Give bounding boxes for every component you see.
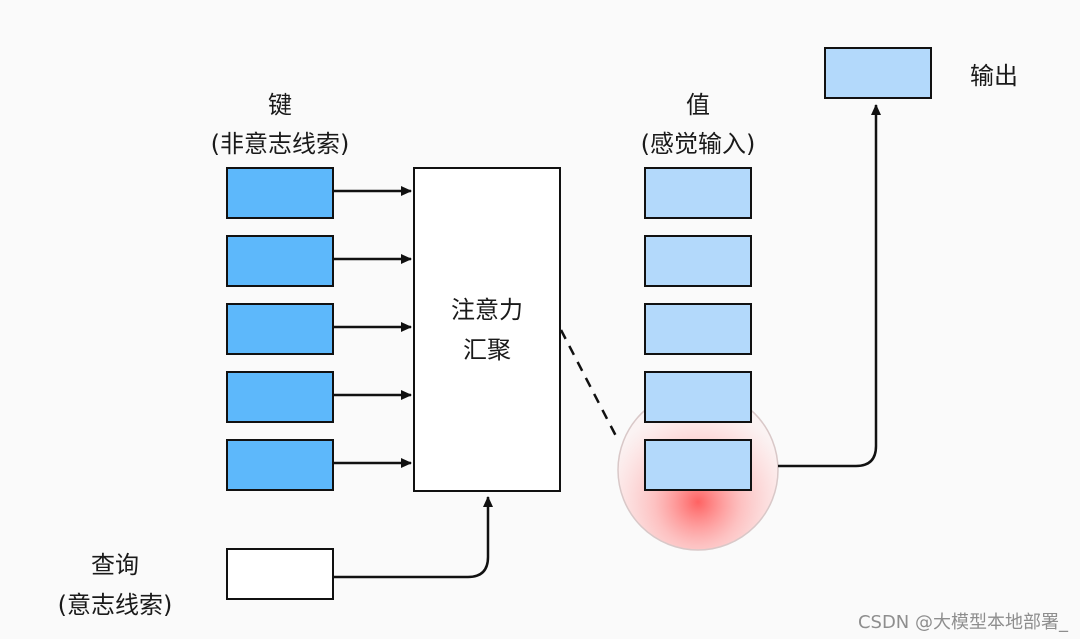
output-box xyxy=(824,47,932,99)
query-arrow xyxy=(333,496,493,579)
value-box-4 xyxy=(644,371,752,423)
selection-dashed-line xyxy=(559,329,619,439)
output-arrow xyxy=(778,104,881,468)
key-box-2 xyxy=(226,235,334,287)
keys-title: 键 xyxy=(268,91,292,119)
value-box-1 xyxy=(644,167,752,219)
attention-pooling-line1: 注意力 xyxy=(451,296,523,324)
values-subtitle: (感觉输入) xyxy=(641,130,756,158)
key-box-4 xyxy=(226,371,334,423)
attention-pooling-box xyxy=(413,167,561,492)
keys-subtitle: (非意志线索) xyxy=(211,130,350,158)
query-title: 查询 xyxy=(91,551,139,579)
query-subtitle: (意志线索) xyxy=(58,591,173,619)
values-title: 值 xyxy=(686,91,710,119)
output-label: 输出 xyxy=(970,62,1018,90)
value-box-5-selected xyxy=(644,439,752,491)
key-box-5 xyxy=(226,439,334,491)
value-box-3 xyxy=(644,303,752,355)
value-box-2 xyxy=(644,235,752,287)
watermark: CSDN @大模型本地部署_ xyxy=(858,612,1069,633)
query-box xyxy=(226,548,334,600)
key-box-3 xyxy=(226,303,334,355)
attention-pooling-line2: 汇聚 xyxy=(463,336,511,364)
key-box-1 xyxy=(226,167,334,219)
